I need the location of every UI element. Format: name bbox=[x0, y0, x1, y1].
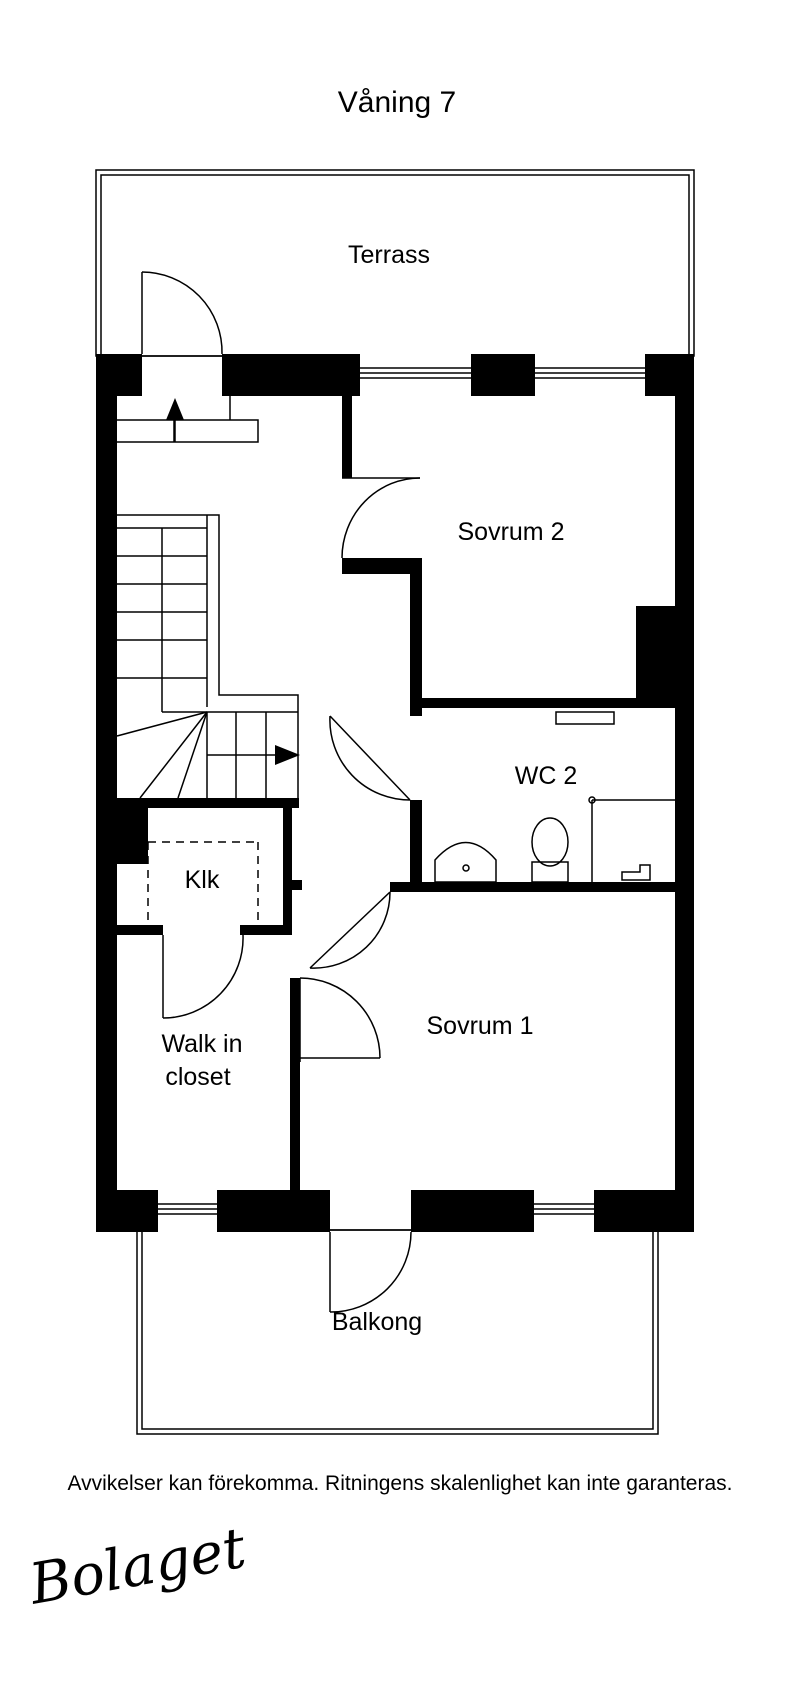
interior-walls bbox=[117, 396, 675, 1190]
radiator-icon bbox=[555, 711, 615, 725]
brand-logo: Bolaget bbox=[24, 1516, 251, 1618]
staircase bbox=[116, 396, 299, 799]
svg-text:Bolaget: Bolaget bbox=[24, 1516, 251, 1618]
disclaimer: Avvikelser kan förekomma. Ritningens ska… bbox=[68, 1472, 733, 1495]
shower-icon bbox=[621, 864, 651, 881]
balcony-railing bbox=[136, 1229, 659, 1435]
room-label-bedroom1: Sovrum 1 bbox=[427, 1012, 534, 1040]
room-label-walkin-1: Walk in bbox=[161, 1030, 242, 1058]
stair-arrow-icon bbox=[275, 745, 300, 765]
windows bbox=[158, 354, 645, 1232]
exterior-walls bbox=[96, 354, 694, 1232]
room-label-closet: Klk bbox=[185, 866, 220, 894]
room-label-walkin-2: closet bbox=[165, 1063, 230, 1091]
room-label-bedroom2: Sovrum 2 bbox=[458, 518, 565, 546]
toilet-icon bbox=[531, 817, 569, 867]
wc-fixtures bbox=[434, 711, 675, 883]
room-label-wc2: WC 2 bbox=[515, 762, 578, 790]
doors bbox=[141, 271, 421, 1313]
room-label-balcony: Balkong bbox=[332, 1308, 422, 1336]
floor-title: Våning 7 bbox=[338, 86, 456, 119]
closet-shelves bbox=[147, 841, 259, 925]
stair-up-arrow-icon bbox=[166, 398, 184, 420]
sink-icon bbox=[434, 841, 497, 883]
room-label-terrace: Terrass bbox=[348, 241, 430, 269]
